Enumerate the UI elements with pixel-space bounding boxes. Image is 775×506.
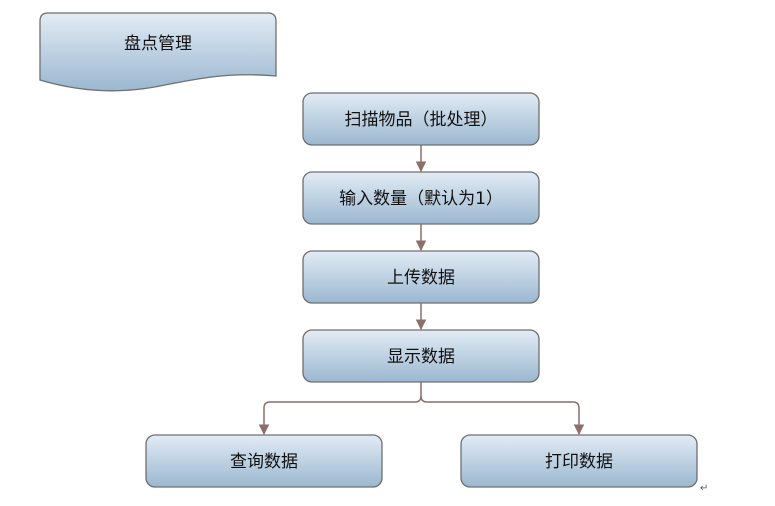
step-display-label: 显示数据 — [387, 347, 455, 367]
arrow-display-to-query — [258, 382, 422, 436]
title-shape-label: 盘点管理 — [124, 34, 192, 54]
paragraph-mark: ↵ — [700, 483, 708, 494]
step-upload-data: 上传数据 — [302, 250, 540, 304]
step-scan-label: 扫描物品（批处理） — [345, 110, 498, 130]
step-enter-quantity: 输入数量（默认为1） — [302, 171, 540, 225]
branch-query-label: 查询数据 — [230, 452, 298, 472]
branch-print-data: 打印数据 — [460, 434, 698, 488]
step-scan-items: 扫描物品（批处理） — [302, 92, 540, 146]
step-upload-label: 上传数据 — [387, 268, 455, 288]
branch-query-data: 查询数据 — [145, 434, 383, 488]
step-display-data: 显示数据 — [302, 329, 540, 383]
title-document-shape: 盘点管理 — [39, 12, 277, 92]
branch-print-label: 打印数据 — [545, 452, 613, 472]
step-quantity-label: 输入数量（默认为1） — [339, 189, 503, 209]
arrow-display-to-print — [420, 395, 585, 436]
